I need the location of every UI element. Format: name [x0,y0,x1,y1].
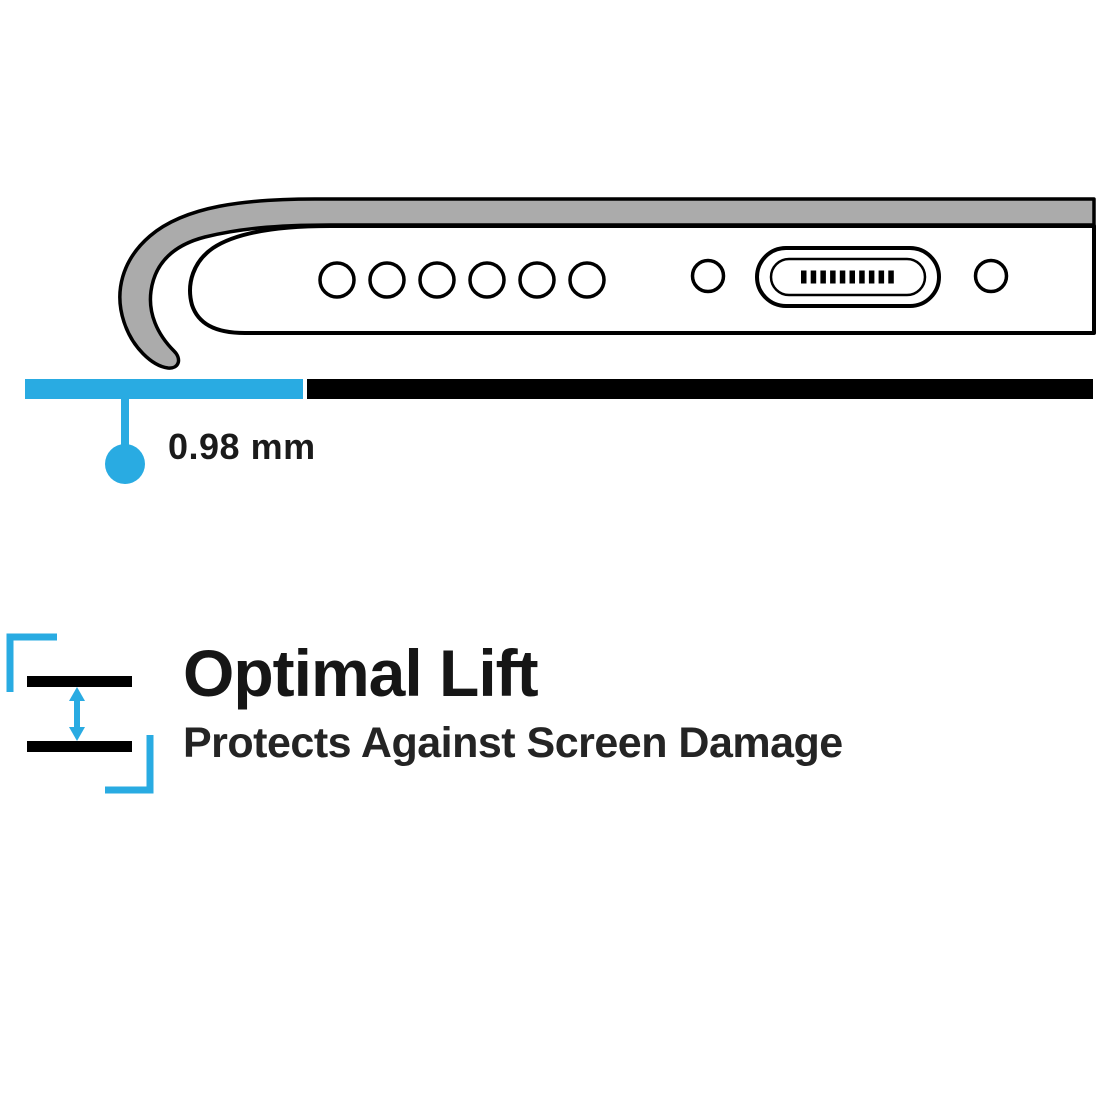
speaker-hole [418,261,456,299]
lift-icon-bracket-top [6,633,57,692]
lift-icon-arrow-head-down [69,727,85,741]
phone-edge-diagram: 0.98 mm [25,197,1096,484]
charging-port [755,246,941,308]
speaker-hole [368,261,406,299]
speaker-hole [318,261,356,299]
speaker-hole [518,261,556,299]
screw-hole-left [690,258,726,294]
lift-icon-screen-line-bottom [27,741,132,752]
speaker-hole [468,261,506,299]
feature-text-block: Optimal Lift Protects Against Screen Dam… [183,640,843,765]
measurement-pointer-line [121,399,129,447]
lift-icon-screen-line-top [27,676,132,687]
screw-hole-right [973,258,1009,294]
lift-icon-bracket-bottom [105,735,154,794]
surface-bar [307,379,1093,399]
lift-gap-bar [25,379,303,399]
case-lip-shape [118,197,1096,370]
speaker-hole [568,261,606,299]
feature-title: Optimal Lift [183,636,539,710]
measurement-pointer-dot [105,444,145,484]
measurement-label: 0.98 mm [168,426,316,467]
lift-icon-arrow-head-up [69,687,85,701]
charging-port-inner [769,257,927,297]
lift-gap-icon [6,633,154,794]
feature-subtitle: Protects Against Screen Damage [183,719,843,767]
